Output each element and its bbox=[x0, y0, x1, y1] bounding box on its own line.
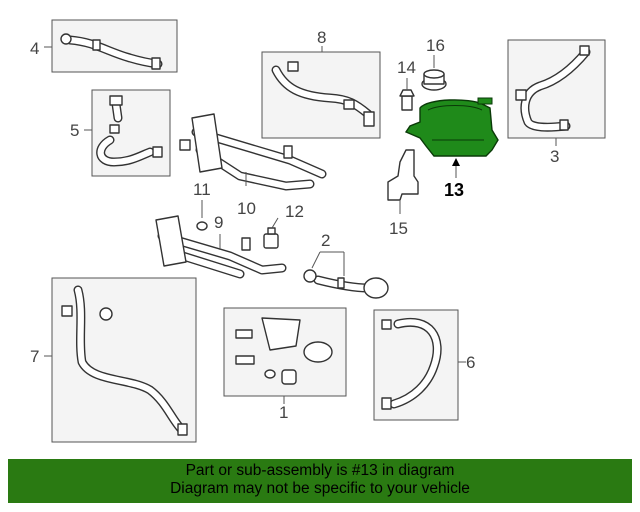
part-14-bolt[interactable] bbox=[399, 89, 415, 111]
callout-7: 7 bbox=[30, 347, 39, 366]
part-13-reservoir[interactable] bbox=[404, 97, 499, 157]
part-6-group[interactable] bbox=[373, 309, 459, 421]
part-4-group[interactable] bbox=[51, 19, 178, 73]
part-5-group[interactable] bbox=[91, 89, 171, 177]
callout-8: 8 bbox=[317, 28, 326, 47]
callout-6: 6 bbox=[466, 353, 475, 372]
part-11-washer[interactable] bbox=[196, 221, 208, 231]
callout-5: 5 bbox=[70, 121, 79, 140]
callout-9: 9 bbox=[214, 213, 223, 232]
part-15-bracket[interactable] bbox=[387, 149, 419, 201]
part-9-pipe[interactable] bbox=[155, 215, 287, 279]
info-banner: Part or sub-assembly is #13 in diagram D… bbox=[8, 459, 632, 503]
banner-line-1: Part or sub-assembly is #13 in diagram bbox=[185, 462, 455, 479]
part-8-group[interactable] bbox=[261, 51, 381, 139]
callout-13: 13 bbox=[444, 180, 464, 200]
callout-16: 16 bbox=[426, 36, 445, 55]
callout-15: 15 bbox=[389, 219, 408, 238]
callout-11: 11 bbox=[193, 180, 211, 199]
callout-12: 12 bbox=[285, 202, 304, 221]
callout-4: 4 bbox=[30, 39, 39, 58]
part-2-hose[interactable] bbox=[303, 269, 389, 299]
part-7-group[interactable] bbox=[51, 277, 197, 443]
callout-10: 10 bbox=[237, 199, 256, 218]
callout-14: 14 bbox=[397, 58, 416, 77]
parts-diagram: 4 5 8 3 14 bbox=[30, 19, 606, 443]
part-3-group[interactable] bbox=[507, 39, 606, 139]
part-12-connector[interactable] bbox=[263, 227, 279, 249]
part-10-pipe[interactable] bbox=[179, 113, 327, 191]
callout-1: 1 bbox=[279, 403, 288, 422]
callout-2: 2 bbox=[321, 231, 330, 250]
banner-line-2: Diagram may not be specific to your vehi… bbox=[170, 480, 470, 497]
part-1-group[interactable] bbox=[223, 307, 347, 397]
part-16-cap[interactable] bbox=[421, 69, 447, 91]
callout-3: 3 bbox=[550, 147, 559, 166]
